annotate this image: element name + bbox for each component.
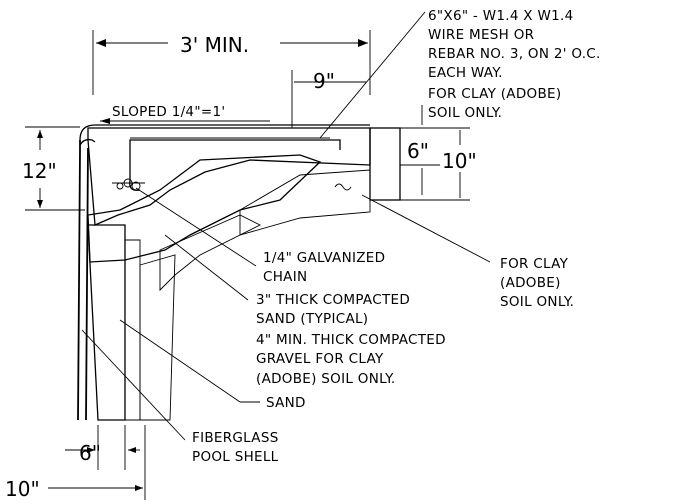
sand-compacted-line-1: 3" THICK COMPACTED <box>256 292 410 308</box>
mesh-line-5: FOR CLAY (ADOBE) <box>428 86 561 102</box>
sand-layer <box>87 224 141 421</box>
gravel-line-3: (ADOBE) SOIL ONLY. <box>256 371 396 387</box>
dimension-height: 12" <box>22 126 85 211</box>
dim-beam-depth: 6" <box>407 139 429 163</box>
mesh-line-6: SOIL ONLY. <box>428 105 502 121</box>
clay-tilde <box>334 183 352 191</box>
gravel-line-2: GRAVEL FOR CLAY <box>256 351 384 367</box>
note-chain: 1/4" GALVANIZED CHAIN <box>135 187 385 285</box>
dim-height-total: 12" <box>22 159 57 183</box>
galvanized-chain <box>112 178 145 191</box>
note-compacted-sand: 3" THICK COMPACTED SAND (TYPICAL) <box>164 234 410 327</box>
note-sand: SAND <box>119 319 306 411</box>
soil-right <box>139 127 401 421</box>
clay-line-3: SOIL ONLY. <box>500 294 574 310</box>
dimension-bottom: 6" 10" <box>5 425 146 501</box>
slope-note: SLOPED 1/4"=1' <box>112 104 225 120</box>
dimension-beam: 6" 10" <box>400 105 477 201</box>
mesh-line-2: WIRE MESH OR <box>428 27 534 43</box>
dim-width-min: 3' MIN. <box>180 33 249 57</box>
chain-line-2: CHAIN <box>263 269 307 285</box>
sand-label: SAND <box>266 395 306 411</box>
clay-line-1: FOR CLAY <box>500 256 569 272</box>
note-wire-mesh: 6"X6" - W1.4 X W1.4 WIRE MESH OR REBAR N… <box>319 8 601 139</box>
pool-shell <box>77 138 96 421</box>
dimension-mesh-offset: 9" <box>291 69 366 128</box>
mesh-line-4: EACH WAY. <box>428 65 503 81</box>
chain-line-1: 1/4" GALVANIZED <box>263 250 385 266</box>
note-clay: FOR CLAY (ADOBE) SOIL ONLY. <box>361 194 574 310</box>
slope-annotation: SLOPED 1/4"=1' <box>100 104 270 124</box>
shell-line-2: POOL SHELL <box>192 449 279 465</box>
shell-line-1: FIBERGLASS <box>192 430 279 446</box>
dim-beam-total: 10" <box>442 149 477 173</box>
mesh-line-1: 6"X6" - W1.4 X W1.4 <box>428 8 573 24</box>
wire-mesh <box>129 139 341 191</box>
gravel-line-1: 4" MIN. THICK COMPACTED <box>256 332 446 348</box>
dim-bottom-outer: 10" <box>5 477 40 501</box>
dim-mesh-offset: 9" <box>313 69 335 93</box>
dim-bottom-inner: 6" <box>79 441 101 465</box>
note-shell: FIBERGLASS POOL SHELL <box>81 329 279 465</box>
clay-line-2: (ADOBE) <box>500 275 561 291</box>
sand-compacted-line-2: SAND (TYPICAL) <box>256 311 368 327</box>
mesh-line-3: REBAR NO. 3, ON 2' O.C. <box>428 46 601 62</box>
gravel-layer <box>87 154 322 263</box>
dimension-width: 3' MIN. <box>92 30 371 95</box>
note-gravel: 4" MIN. THICK COMPACTED GRAVEL FOR CLAY … <box>256 332 446 387</box>
